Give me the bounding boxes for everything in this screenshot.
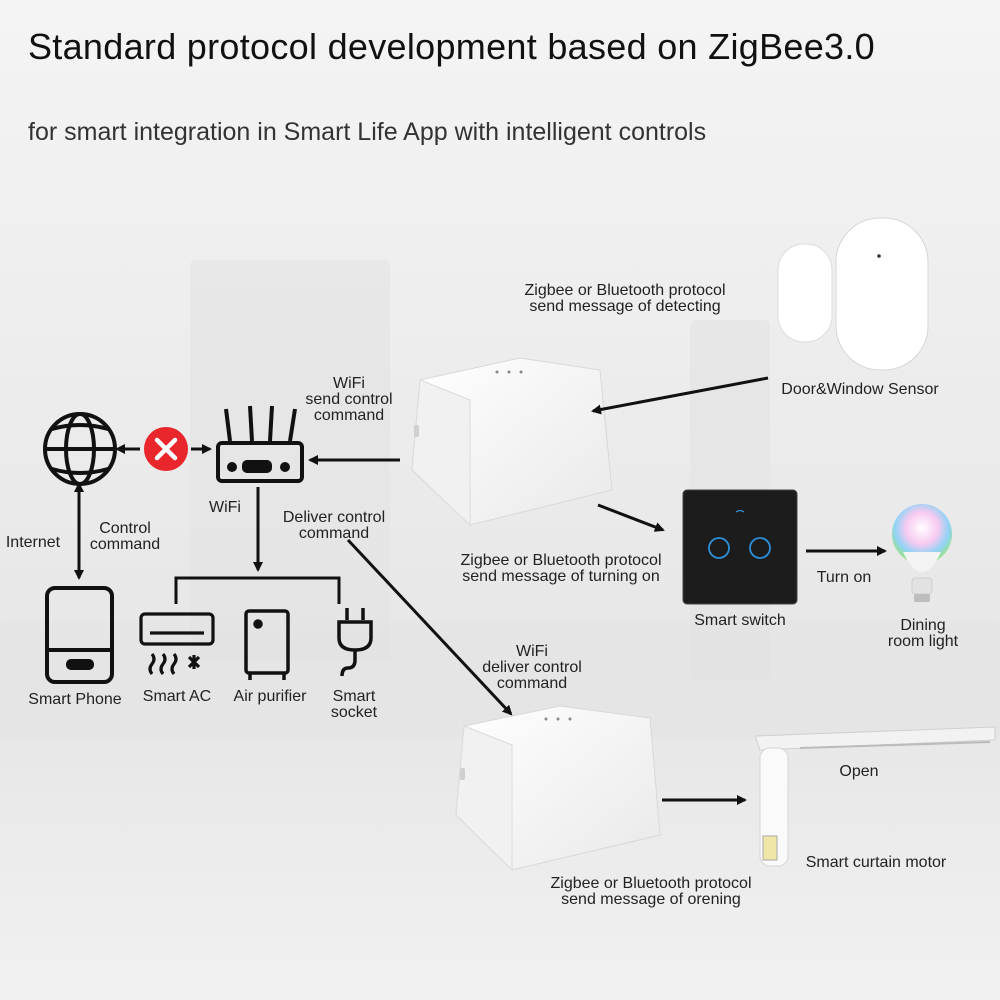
label-internet: Internet [5,534,61,551]
ac-icon [139,612,215,675]
label-air-purifier: Air purifier [233,688,307,705]
label-door-window-sensor: Door&Window Sensor [781,381,939,398]
label-open: Open [839,763,879,780]
door-sensor-device [777,217,929,371]
bulb-device [892,504,952,602]
smart-switch-device [682,489,798,605]
label-smart-curtain-motor: Smart curtain motor [805,854,947,871]
phone-icon [45,586,114,684]
label-router-wifi: WiFi [209,499,241,516]
zigbee-hub-bottom [455,705,661,872]
label-smart-ac: Smart AC [142,688,212,705]
page-title: Standard protocol development based on Z… [28,26,875,67]
label-smart-switch: Smart switch [694,612,786,629]
air-purifier-icon [244,609,290,680]
label-smart-phone: Smart Phone [28,691,122,708]
blocked-x-icon [144,427,188,471]
page-subtitle: for smart integration in Smart Life App … [28,118,707,146]
label-turn-on: Turn on [816,569,872,586]
globe-icon [43,412,117,486]
socket-icon [337,608,373,677]
connections [74,376,887,805]
router-icon [216,405,304,483]
curtain-motor-device [754,726,996,867]
zigbee-hub-top [411,357,613,527]
